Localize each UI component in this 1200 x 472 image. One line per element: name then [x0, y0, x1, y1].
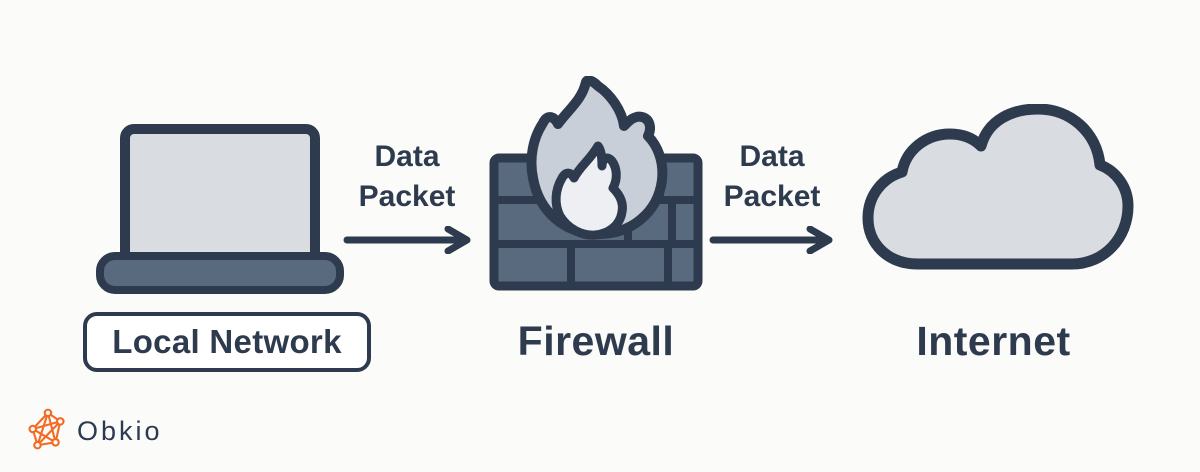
arrow-right-icon — [343, 225, 473, 255]
internet-label: Internet — [916, 318, 1071, 364]
firewall-label: Firewall — [517, 318, 675, 364]
obkio-network-graph-icon — [28, 406, 66, 457]
edge-label-data-packet-2: Data Packet — [723, 140, 821, 213]
brand-logo: Obkio — [28, 406, 163, 457]
firewall-brick-flame-icon — [488, 75, 704, 292]
arrow-right-icon — [709, 225, 835, 255]
edge-label-data-packet-1: Data Packet — [358, 140, 456, 213]
local-network-label: Local Network — [83, 312, 371, 372]
local-network-label-text: Local Network — [112, 323, 342, 360]
laptop-icon — [95, 123, 345, 295]
brand-name: Obkio — [77, 416, 163, 446]
cloud-icon — [852, 103, 1135, 272]
